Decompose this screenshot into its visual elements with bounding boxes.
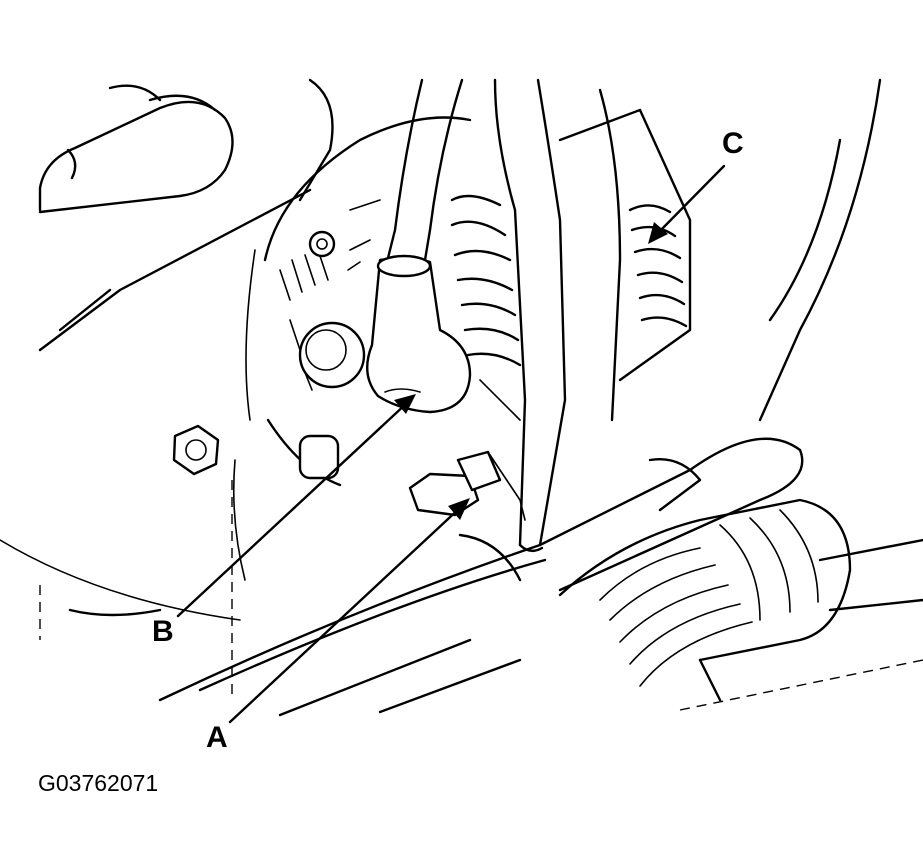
cable-harness <box>383 78 567 553</box>
mounting-bolt <box>172 424 220 476</box>
alternator-cooling-fins <box>558 88 692 422</box>
callout-label-c: C <box>722 127 744 160</box>
engine-block-outline <box>0 78 334 700</box>
wire-connector <box>408 450 526 521</box>
terminal-boot <box>366 254 472 414</box>
upper-left-bracket <box>38 84 312 352</box>
right-body-contour <box>758 78 882 422</box>
callout-label-a: A <box>206 721 228 754</box>
rubber-boot-bellows <box>558 498 923 711</box>
figure-id: G03762071 <box>38 770 159 796</box>
lower-pipe <box>158 437 804 717</box>
alternator <box>263 116 522 487</box>
callout-label-b: B <box>152 615 174 648</box>
callout-leaders <box>176 164 726 724</box>
